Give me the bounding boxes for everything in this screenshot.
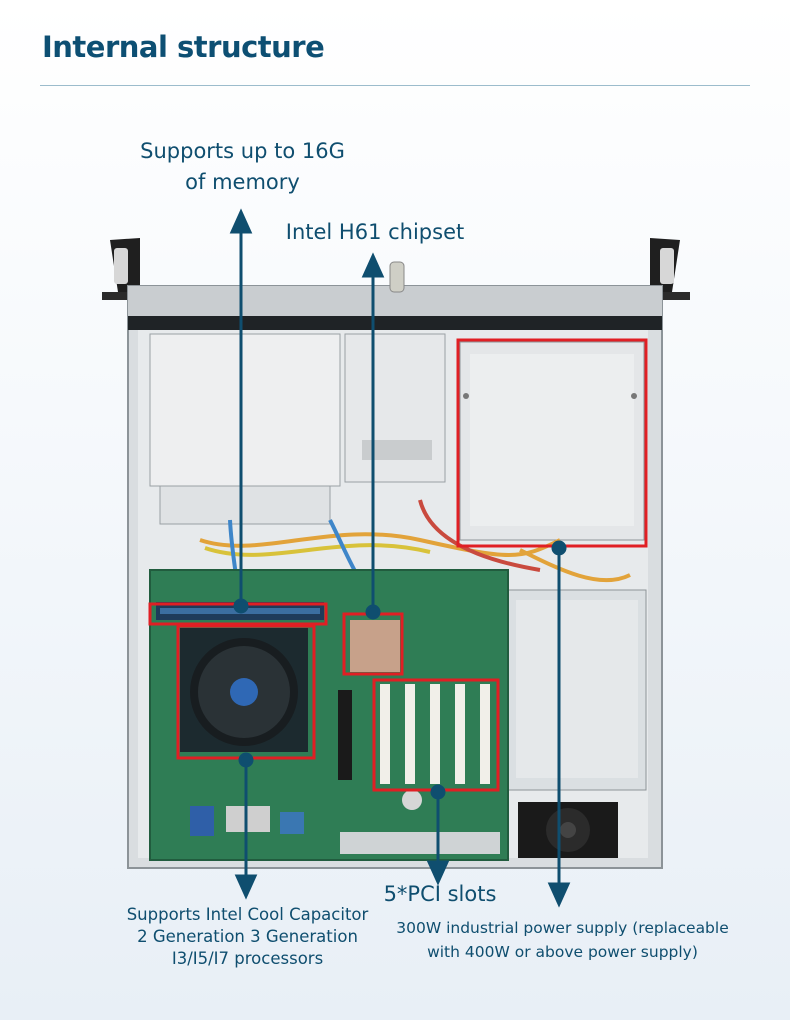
- lower-drive-bay: [507, 589, 647, 791]
- rack-ear-left: [102, 238, 140, 300]
- callout-memory-line1: Supports up to 16G: [140, 139, 345, 163]
- callout-cpu-line3: I3/I5/I7 processors: [171, 949, 324, 968]
- callout-dot-memory: [233, 598, 249, 614]
- callout-psu-line2: with 400W or above power supply): [427, 943, 698, 961]
- callout-dot-pci: [430, 784, 446, 800]
- front-bar: [128, 316, 662, 330]
- title-divider: [40, 85, 750, 86]
- page-title: Internal structure: [42, 30, 325, 64]
- callout-cpu: Supports Intel Cool Capacitor 2 Generati…: [110, 904, 385, 970]
- top-screw: [389, 261, 405, 293]
- callout-memory: Supports up to 16G of memory: [120, 136, 365, 198]
- arrow-pointer-icon: [547, 882, 571, 908]
- cooling-fan: [518, 802, 618, 858]
- arrow-pointer-icon: [229, 208, 253, 234]
- callout-dot-cpu: [238, 752, 254, 768]
- arrow-pointer-icon: [426, 860, 450, 886]
- callout-chipset: Intel H61 chipset: [285, 220, 465, 244]
- callout-cpu-line2: 2 Generation 3 Generation: [137, 927, 358, 946]
- callout-dot-chipset: [365, 604, 381, 620]
- callout-dot-psu: [551, 540, 567, 556]
- callout-pci: 5*PCI slots: [383, 882, 497, 906]
- rack-ear-right: [650, 238, 690, 300]
- callout-psu-line1: 300W industrial power supply (replaceabl…: [396, 919, 729, 937]
- drive-cage-middle: [344, 333, 446, 483]
- callout-memory-line2: of memory: [185, 170, 300, 194]
- callout-arrows: [229, 208, 571, 908]
- arrow-pointer-icon: [234, 874, 258, 900]
- callout-psu: 300W industrial power supply (replaceabl…: [385, 916, 740, 964]
- callout-cpu-line1: Supports Intel Cool Capacitor: [126, 905, 369, 924]
- drive-cage-left: [149, 333, 341, 525]
- motherboard: [149, 569, 509, 861]
- power-supply-unit: [459, 341, 645, 541]
- arrow-pointer-icon: [361, 252, 385, 278]
